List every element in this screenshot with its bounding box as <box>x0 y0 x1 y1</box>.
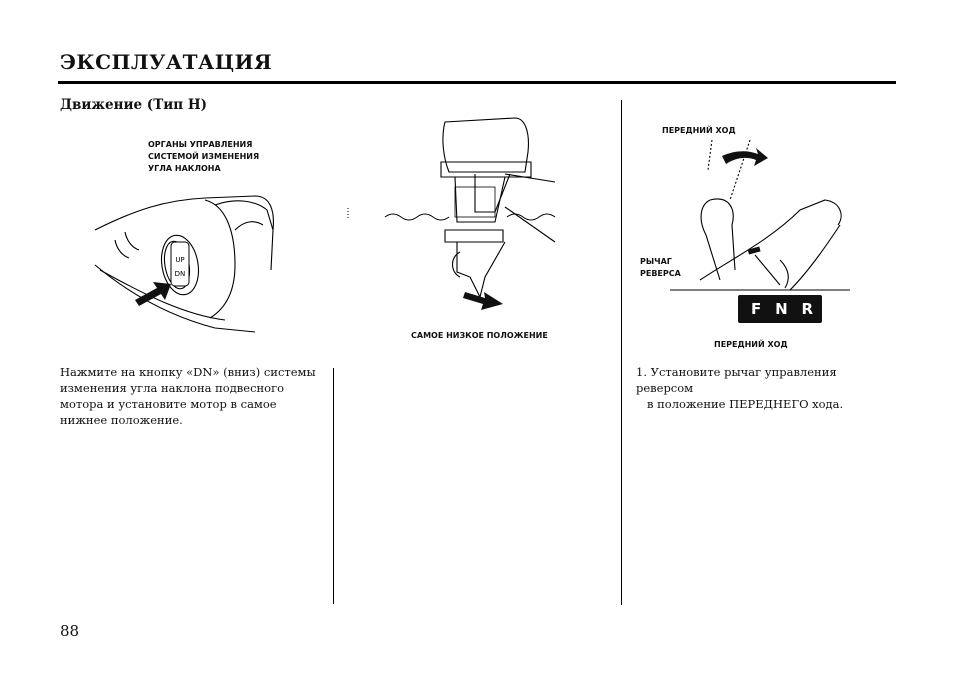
caption-line: РЫЧАГ <box>640 257 672 266</box>
svg-text:DN: DN <box>175 270 186 278</box>
caption-line: ОРГАНЫ УПРАВЛЕНИЯ <box>148 140 253 149</box>
forward-label-top: ПЕРЕДНИЙ ХОД <box>662 126 736 135</box>
caption-line: УГЛА НАКЛОНА <box>148 164 221 173</box>
reverse-lever-illustration <box>670 139 850 323</box>
subtitle: Движение (Тип H) <box>60 97 207 113</box>
instruction-line: 1. Установите рычаг управления реверсом <box>636 365 837 395</box>
gear-letter-f: F <box>750 300 762 318</box>
tilt-control-illustration: UP DN <box>94 195 274 333</box>
section-title: ЭКСПЛУАТАЦИЯ <box>60 50 273 74</box>
caption-line: СИСТЕМОЙ ИЗМЕНЕНИЯ <box>148 152 260 161</box>
column-divider-left <box>333 368 334 604</box>
page-number: 88 <box>60 622 80 640</box>
tilt-controls-caption: ОРГАНЫ УПРАВЛЕНИЯ СИСТЕМОЙ ИЗМЕНЕНИЯ УГЛ… <box>148 139 259 175</box>
instruction-shift-forward: 1. Установите рычаг управления реверсом … <box>636 364 896 412</box>
reverse-lever-label: РЫЧАГ РЕВЕРСА <box>640 256 681 280</box>
caption-line: РЕВЕРСА <box>640 269 681 278</box>
instruction-tilt-down: Нажмите на кнопку «DN» (вниз) системы из… <box>60 365 316 427</box>
lowest-position-caption: САМОЕ НИЗКОЕ ПОЛОЖЕНИЕ <box>411 331 548 340</box>
gear-indicator: F N R <box>744 297 820 321</box>
gear-letter-n: N <box>775 300 788 318</box>
column-divider-right <box>621 100 622 605</box>
gear-letter-r: R <box>801 300 814 318</box>
instruction-line: в положение ПЕРЕДНЕГО хода. <box>647 397 844 411</box>
forward-label-bottom: ПЕРЕДНИЙ ХОД <box>714 340 788 349</box>
outboard-motor-illustration <box>347 117 556 310</box>
header-rule <box>58 81 896 84</box>
svg-text:UP: UP <box>175 256 184 264</box>
